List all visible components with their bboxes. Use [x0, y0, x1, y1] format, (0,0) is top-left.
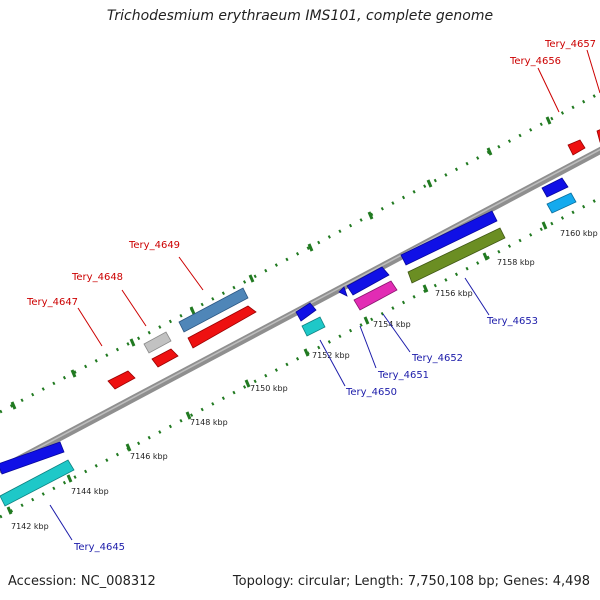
- gene-tery-4653[interactable]: [407, 227, 506, 284]
- upper-dotted-track: [0, 91, 600, 414]
- tick-label-7150: 7150 kbp: [250, 384, 288, 393]
- label-tery-4652: Tery_4652: [411, 353, 463, 364]
- label-tery-4648: Tery_4648: [71, 272, 123, 283]
- tick-label-7156: 7156 kbp: [435, 289, 473, 298]
- gene-tery-4649[interactable]: [178, 287, 249, 333]
- lower-dotted-track: [0, 196, 600, 519]
- gene-features-upper: [0, 128, 600, 475]
- accession-info: Accession: NC_008312: [8, 574, 156, 589]
- gene-red-long[interactable]: [187, 305, 257, 349]
- leader-lines: [49, 49, 600, 541]
- tick-label-7148: 7148 kbp: [190, 418, 228, 427]
- label-tery-4657: Tery_4657: [544, 39, 596, 50]
- tick-label-7158: 7158 kbp: [497, 258, 535, 267]
- gene-sky-7160[interactable]: [546, 192, 577, 214]
- tick-label-7144: 7144 kbp: [71, 487, 109, 496]
- gene-tery-4651[interactable]: [346, 266, 390, 296]
- gene-blue-7160[interactable]: [541, 177, 569, 198]
- label-tery-4650: Tery_4650: [345, 387, 397, 398]
- gene-tery-4650[interactable]: [301, 316, 326, 337]
- gene-tery-4657[interactable]: [596, 128, 600, 143]
- label-tery-4649: Tery_4649: [128, 240, 180, 251]
- label-tery-4653: Tery_4653: [486, 316, 538, 327]
- gene-tery-4645[interactable]: [0, 459, 75, 507]
- tick-label-7152: 7152 kbp: [312, 351, 350, 360]
- gene-blue-tiny[interactable]: [338, 286, 348, 297]
- tick-label-7160: 7160 kbp: [560, 229, 598, 238]
- tick-label-7142: 7142 kbp: [11, 522, 49, 531]
- tick-labels: 7142 kbp 7144 kbp 7146 kbp 7148 kbp 7150…: [11, 229, 598, 531]
- tick-label-7154: 7154 kbp: [373, 320, 411, 329]
- gene-tery-4647[interactable]: [107, 370, 136, 390]
- label-tery-4645: Tery_4645: [73, 542, 125, 553]
- major-ticks-upper: [10, 116, 552, 410]
- gene-blue-forward-a[interactable]: [0, 441, 65, 475]
- gene-tery-4656[interactable]: [567, 139, 586, 156]
- label-tery-4656: Tery_4656: [509, 56, 561, 67]
- gene-red-small[interactable]: [151, 348, 179, 368]
- gene-blue-large[interactable]: [400, 210, 498, 266]
- tick-label-7146: 7146 kbp: [130, 452, 168, 461]
- major-ticks-lower: [6, 221, 548, 515]
- gene-tery-4648[interactable]: [143, 331, 172, 354]
- gene-labels: Tery_4645 Tery_4647 Tery_4648 Tery_4649 …: [26, 39, 596, 553]
- gene-tery-4652[interactable]: [353, 280, 398, 311]
- map-title: Trichodesmium erythraeum IMS101, complet…: [106, 8, 494, 24]
- gene-blue-small[interactable]: [295, 302, 317, 322]
- label-tery-4647: Tery_4647: [26, 297, 78, 308]
- label-tery-4651: Tery_4651: [377, 370, 429, 381]
- topology-info: Topology: circular; Length: 7,750,108 bp…: [232, 574, 590, 589]
